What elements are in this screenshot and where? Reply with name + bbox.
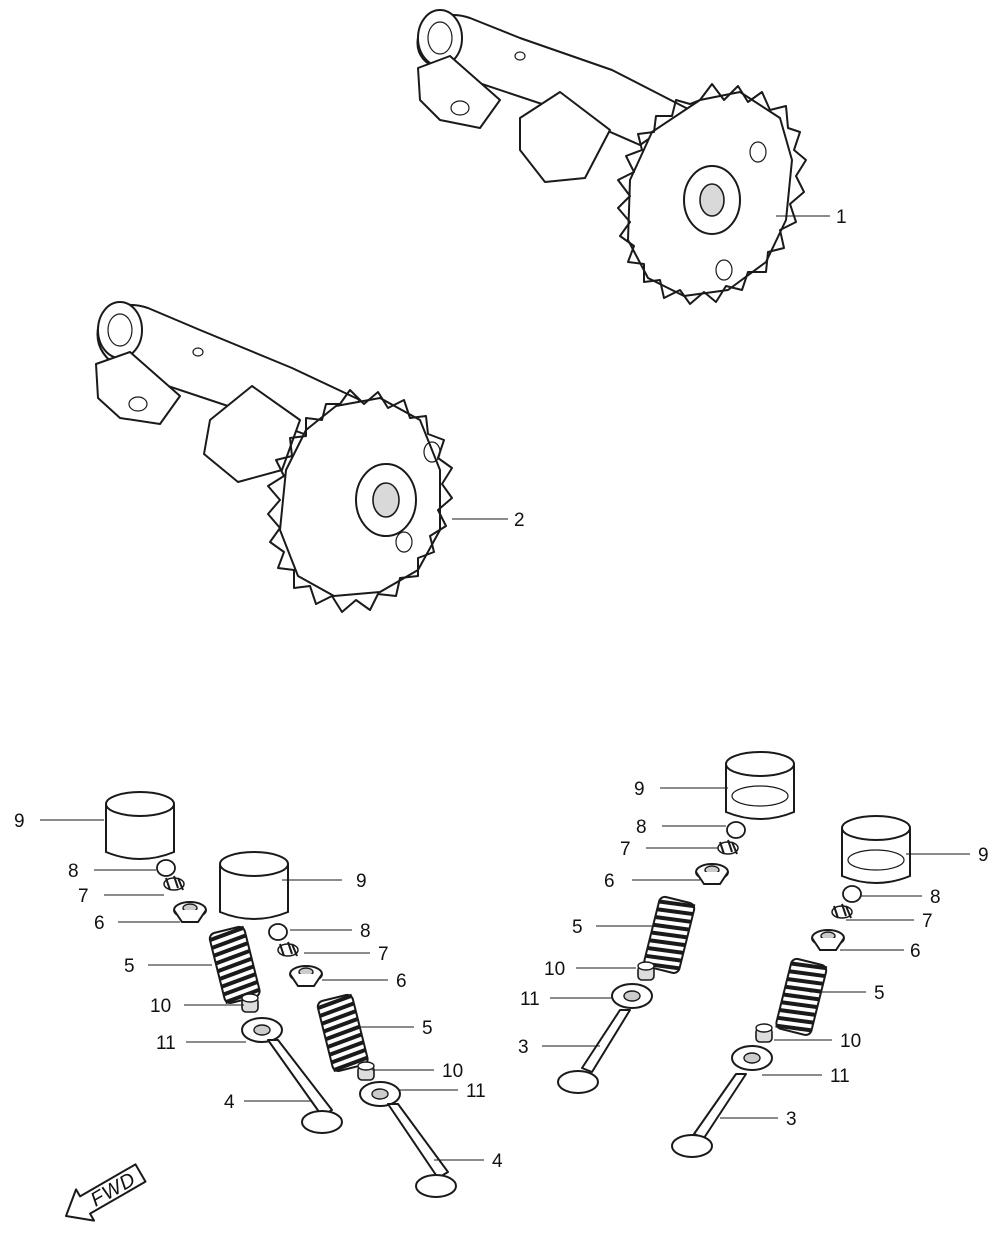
callout-4: 4 [492, 1151, 503, 1172]
valve-train-right-b [671, 815, 911, 1158]
callout-11: 11 [830, 1066, 850, 1087]
callout-7: 7 [620, 839, 631, 860]
callout-10: 10 [544, 959, 565, 980]
callout-3: 3 [518, 1037, 529, 1058]
valve-train-left-b [219, 851, 457, 1198]
callout-5: 5 [124, 956, 135, 977]
callout-3: 3 [786, 1109, 797, 1130]
callout-11: 11 [520, 989, 540, 1010]
callout-11: 11 [466, 1081, 486, 1102]
callout-4: 4 [224, 1092, 235, 1113]
callout-5: 5 [422, 1018, 433, 1039]
callout-5: 5 [572, 917, 583, 938]
callout-8: 8 [930, 887, 941, 908]
callout-2: 2 [514, 510, 525, 531]
callout-9: 9 [14, 811, 25, 832]
callout-1: 1 [836, 207, 847, 228]
camshaft-1 [416, 9, 807, 305]
callout-6: 6 [94, 913, 105, 934]
callout-10: 10 [442, 1061, 463, 1082]
camshaft-2 [95, 301, 453, 613]
callout-7: 7 [922, 911, 933, 932]
callout-7: 7 [378, 944, 389, 965]
valve-train-right-a [557, 751, 795, 1094]
callout-7: 7 [78, 886, 89, 907]
callout-8: 8 [636, 817, 647, 838]
callout-5: 5 [874, 983, 885, 1004]
valve-train-left-a [105, 791, 343, 1134]
callout-6: 6 [396, 971, 407, 992]
callout-6: 6 [604, 871, 615, 892]
callout-9: 9 [356, 871, 367, 892]
callout-9: 9 [978, 845, 989, 866]
fwd-arrow-icon: FWD [65, 1163, 147, 1222]
callout-11: 11 [156, 1033, 176, 1054]
callout-labels: 1 2 9 8 7 6 5 10 11 4 9 8 7 6 5 10 11 4 … [14, 207, 989, 1172]
callout-10: 10 [150, 996, 171, 1017]
callout-9: 9 [634, 779, 645, 800]
fwd-label: FWD [87, 1168, 140, 1211]
callout-8: 8 [360, 921, 371, 942]
callout-6: 6 [910, 941, 921, 962]
callout-8: 8 [68, 861, 79, 882]
leader-lines [40, 215, 970, 1161]
callout-10: 10 [840, 1031, 861, 1052]
